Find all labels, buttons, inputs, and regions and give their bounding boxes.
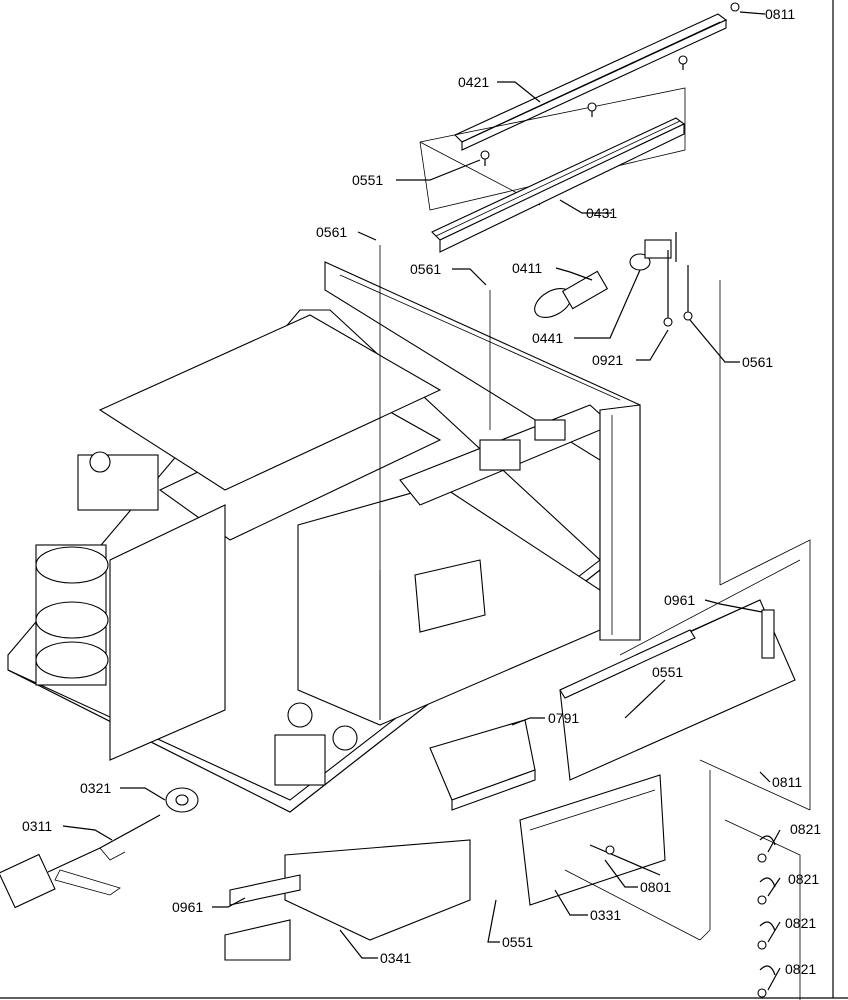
callout-0811-top: 0811 — [765, 6, 795, 22]
transformer — [35, 544, 109, 686]
callout-0821-4: 0821 — [785, 961, 816, 977]
callout-0961-right: 0961 — [664, 592, 695, 608]
fan-motor — [77, 451, 226, 761]
power-cord-0311 — [0, 814, 161, 909]
lamp-0411 — [534, 270, 609, 318]
callout-0561-mid: 0561 — [410, 261, 441, 277]
callout-0551-mid: 0551 — [652, 664, 683, 680]
door-frame — [599, 404, 641, 641]
locator-lines — [379, 245, 811, 1000]
callout-0551-bottom: 0551 — [502, 934, 533, 950]
callout-0561-left: 0561 — [316, 224, 347, 240]
callout-labels: 0811 0421 0551 0431 0561 0561 0411 0441 … — [22, 6, 821, 977]
callout-0421: 0421 — [458, 74, 489, 90]
callout-0791: 0791 — [548, 710, 579, 726]
callout-0341: 0341 — [380, 950, 411, 966]
callout-0431: 0431 — [586, 205, 617, 221]
callout-0961-left: 0961 — [172, 899, 203, 915]
callout-0921: 0921 — [592, 352, 623, 368]
screw-0561c — [683, 265, 693, 321]
callout-0551-top: 0551 — [352, 172, 383, 188]
foot-0961a — [761, 609, 775, 659]
callout-0561-right: 0561 — [742, 354, 773, 370]
filter-box-0791 — [429, 719, 536, 811]
leader-lines — [62, 11, 781, 991]
rail-screws — [480, 55, 688, 166]
callout-0411: 0411 — [512, 260, 542, 276]
thermostat-0801 — [589, 844, 661, 876]
upper-shelf — [98, 314, 442, 491]
control-board — [399, 404, 614, 506]
ferrite-0321 — [165, 787, 199, 813]
callout-0821-1: 0821 — [790, 821, 821, 837]
lamp-socket-0441 — [629, 232, 677, 271]
callout-0821-2: 0821 — [788, 871, 819, 887]
callout-0801: 0801 — [640, 879, 671, 895]
callout-0811-bottom: 0811 — [772, 774, 802, 790]
cavity-box — [297, 484, 601, 726]
bracket-0331 — [519, 774, 666, 906]
rail-channel-0431 — [431, 117, 686, 253]
callout-0821-3: 0821 — [785, 915, 816, 931]
callout-0311: 0311 — [22, 818, 52, 834]
screw-0921 — [663, 250, 673, 327]
callout-0331: 0331 — [590, 907, 621, 923]
callout-0441: 0441 — [532, 330, 563, 346]
strip-0961 — [559, 629, 696, 699]
rail-bracket-0421 — [454, 2, 740, 151]
clips-0821 — [757, 835, 776, 998]
capacitor — [274, 702, 358, 786]
duct-0341 — [224, 839, 471, 961]
callout-0321: 0321 — [80, 780, 111, 796]
